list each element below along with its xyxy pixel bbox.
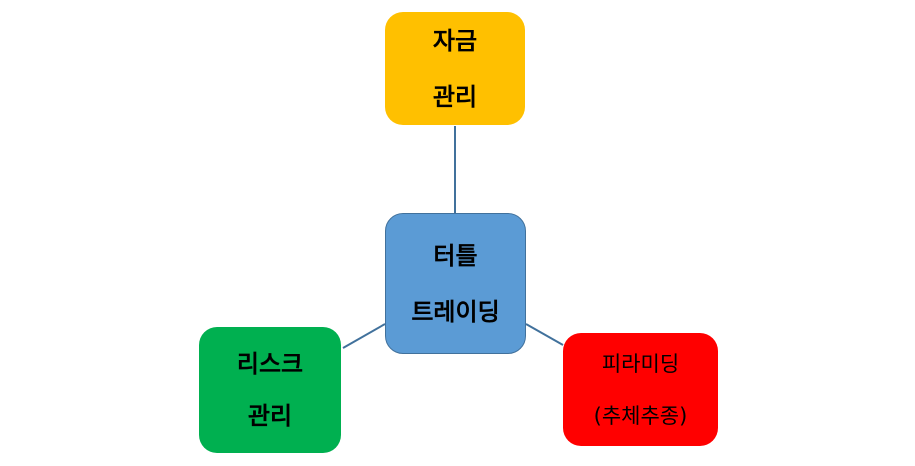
- node-money-management: 자금 관리: [385, 12, 525, 125]
- connector-center-left: [342, 323, 386, 349]
- node-label-line1: 리스크: [236, 350, 304, 378]
- connector-center-right: [525, 323, 564, 346]
- node-label-line2: (추체추종): [593, 403, 688, 428]
- node-label-line2: 관리: [247, 402, 293, 430]
- node-label-line1: 터틀: [433, 241, 478, 270]
- node-label-line1: 자금: [432, 26, 478, 55]
- node-risk-management: 리스크 관리: [199, 327, 341, 453]
- node-pyramiding: 피라미딩 (추체추종): [563, 333, 718, 446]
- node-label-line1: 피라미딩: [601, 351, 680, 376]
- node-label-line2: 관리: [432, 82, 478, 111]
- node-label-line2: 트레이딩: [411, 297, 500, 326]
- node-turtle-trading: 터틀 트레이딩: [385, 213, 526, 354]
